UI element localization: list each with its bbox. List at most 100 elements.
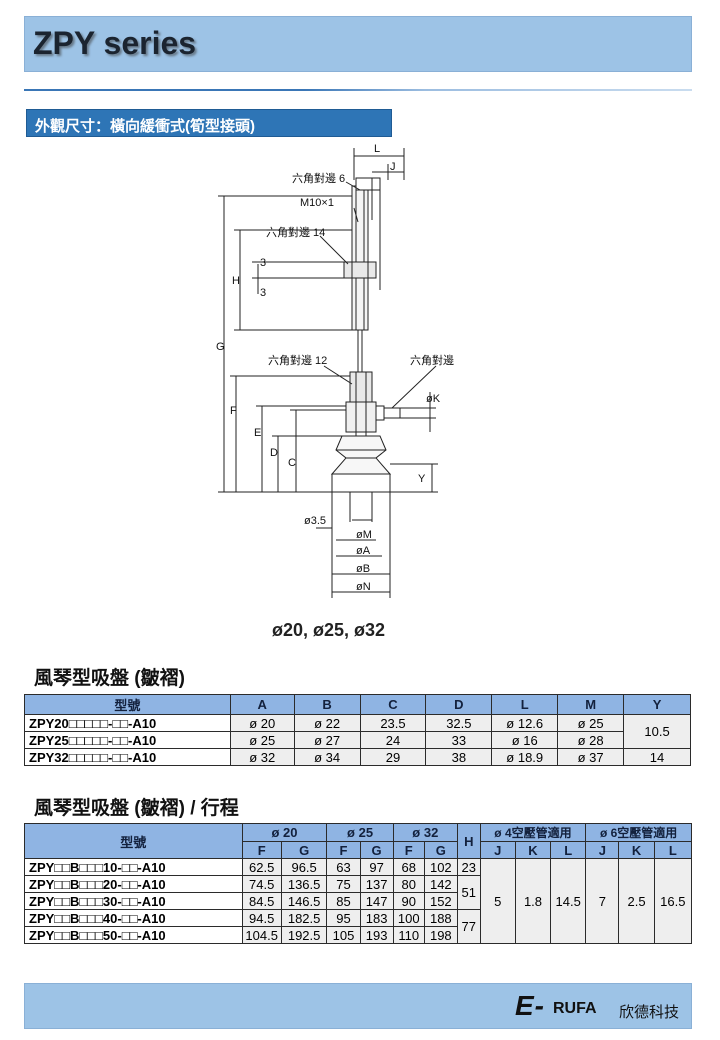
dim-Y: Y	[418, 473, 426, 485]
header-bar: ZPY series	[24, 16, 692, 72]
cell-value: 147	[359, 892, 394, 910]
cell-L: ø 12.6	[491, 714, 559, 732]
cell-value: 68	[392, 858, 425, 876]
label-thread: M10×1	[300, 197, 334, 209]
cell-tube4-J: 5	[479, 858, 516, 944]
page-title: ZPY series	[33, 25, 197, 61]
cell-value: 80	[392, 875, 425, 893]
cell-A: ø 32	[229, 748, 295, 766]
cell-value: 193	[359, 926, 394, 944]
dim-G: G	[216, 341, 225, 353]
cell-value: 63	[326, 858, 361, 876]
group-d25: ø 25	[326, 823, 394, 842]
cell-value: 94.5	[241, 909, 282, 927]
cell-value: 100	[392, 909, 425, 927]
cell-value: 198	[423, 926, 458, 944]
cell-value: 137	[359, 875, 394, 893]
sub-G: G	[359, 841, 394, 859]
col-D: D	[425, 694, 493, 715]
dim-H: H	[232, 275, 240, 287]
cell-value: 74.5	[241, 875, 282, 893]
cell-A: ø 20	[229, 714, 295, 732]
spec-table-2: 型號 ø 20 ø 25 ø 32 H ø 4空壓管適用 ø 6空壓管適用 F …	[24, 823, 693, 944]
cell-value: 62.5	[241, 858, 282, 876]
sub-G: G	[280, 841, 328, 859]
dim-D: D	[270, 447, 278, 459]
col-L: L	[491, 694, 559, 715]
cell-M: ø 25	[557, 714, 625, 732]
table-row: ZPY25□□□□□-□□-A10 ø 25 ø 27 24 33 ø 16 ø…	[24, 731, 691, 749]
cell-model: ZPY32□□□□□-□□-A10	[24, 748, 231, 766]
company-logo-mark: E-	[515, 990, 545, 1021]
cell-B: ø 22	[293, 714, 361, 732]
cell-C: 23.5	[359, 714, 427, 732]
cell-model: ZPY□□B□□□40-□□-A10	[24, 909, 243, 927]
sub-J: J	[479, 841, 516, 859]
cell-model: ZPY□□B□□□10-□□-A10	[24, 858, 243, 876]
cell-tube6-J: 7	[585, 858, 620, 944]
sub-F: F	[326, 841, 361, 859]
cell-model: ZPY25□□□□□-□□-A10	[24, 731, 231, 749]
cell-model: ZPY□□B□□□50-□□-A10	[24, 926, 243, 944]
cell-value: 192.5	[280, 926, 328, 944]
group-tube4: ø 4空壓管適用	[479, 823, 587, 842]
cell-value: 90	[392, 892, 425, 910]
table-row: ZPY□□B□□□10-□□-A10 62.5 96.5 63 97 68 10…	[24, 858, 693, 944]
cell-value: 146.5	[280, 892, 328, 910]
cell-value: 136.5	[280, 875, 328, 893]
cell-B: ø 27	[293, 731, 361, 749]
sub-L: L	[550, 841, 587, 859]
footer-bar: E- RUFA 欣德科技	[24, 983, 692, 1029]
cell-value: 110	[392, 926, 425, 944]
cell-model: ZPY20□□□□□-□□-A10	[24, 714, 231, 732]
dim-M: øM	[356, 529, 372, 541]
group-d20: ø 20	[241, 823, 328, 842]
cell-D: 38	[425, 748, 493, 766]
dim-E: E	[254, 427, 261, 439]
dim-3a: 3	[260, 257, 266, 269]
spec-table-1: 型號 A B C D L M Y ZPY20□□□□□-□□-A10 ø 20 …	[24, 694, 691, 766]
size-caption: ø20, ø25, ø32	[272, 620, 386, 640]
section-label: 外觀尺寸：橫向緩衝式(筍型接頭)	[35, 118, 255, 135]
col-M: M	[557, 694, 625, 715]
cell-value: 182.5	[280, 909, 328, 927]
company-logo-text: RUFA	[553, 1000, 597, 1017]
label-hex7: 六角對邊 7	[410, 353, 456, 367]
group-d32: ø 32	[392, 823, 458, 842]
table1-heading: 風琴型吸盤 (皺褶)	[34, 668, 185, 689]
cell-L: ø 18.9	[491, 748, 559, 766]
cell-D: 33	[425, 731, 493, 749]
cell-M: ø 37	[557, 748, 625, 766]
col-B: B	[293, 694, 361, 715]
cell-value: 85	[326, 892, 361, 910]
cell-value: 75	[326, 875, 361, 893]
cell-Y: 10.5	[623, 714, 691, 749]
table2-heading: 風琴型吸盤 (皺褶) / 行程	[34, 798, 239, 819]
table-row: ZPY20□□□□□-□□-A10 ø 20 ø 22 23.5 32.5 ø …	[24, 714, 691, 749]
table-sub-header-row: F G F G F G J K L J K L	[25, 841, 693, 859]
table-group-header-row: 型號 ø 20 ø 25 ø 32 H ø 4空壓管適用 ø 6空壓管適用	[24, 823, 692, 859]
table-row: ZPY□□B□□□40-□□-A10 94.5 182.5 95 183 100…	[24, 909, 692, 944]
sub-L: L	[653, 841, 693, 859]
cell-model: ZPY□□B□□□30-□□-A10	[24, 892, 243, 910]
cell-value: 142	[423, 875, 458, 893]
col-model: 型號	[24, 823, 243, 859]
cell-value: 102	[423, 858, 458, 876]
label-hex12: 六角對邊 12	[268, 353, 327, 367]
cell-H: 51	[456, 875, 481, 910]
cell-value: 152	[423, 892, 458, 910]
label-hex14: 六角對邊 14	[266, 225, 325, 239]
dim-J: J	[390, 161, 396, 173]
cell-H: 77	[456, 909, 481, 944]
cell-M: ø 28	[557, 731, 625, 749]
cell-value: 183	[359, 909, 394, 927]
label-hex6: 六角對邊 6	[292, 171, 345, 185]
dimension-drawing: 六角對邊 6 M10×1 六角對邊 14 六角對邊 12 六角對邊 7 L J …	[216, 143, 456, 598]
dim-B: øB	[356, 563, 370, 575]
cell-tube4-K: 1.8	[514, 858, 552, 944]
cell-C: 24	[359, 731, 427, 749]
cell-value: 96.5	[280, 858, 328, 876]
sub-F: F	[241, 841, 282, 859]
col-Y: Y	[623, 694, 691, 715]
divider	[24, 89, 692, 91]
